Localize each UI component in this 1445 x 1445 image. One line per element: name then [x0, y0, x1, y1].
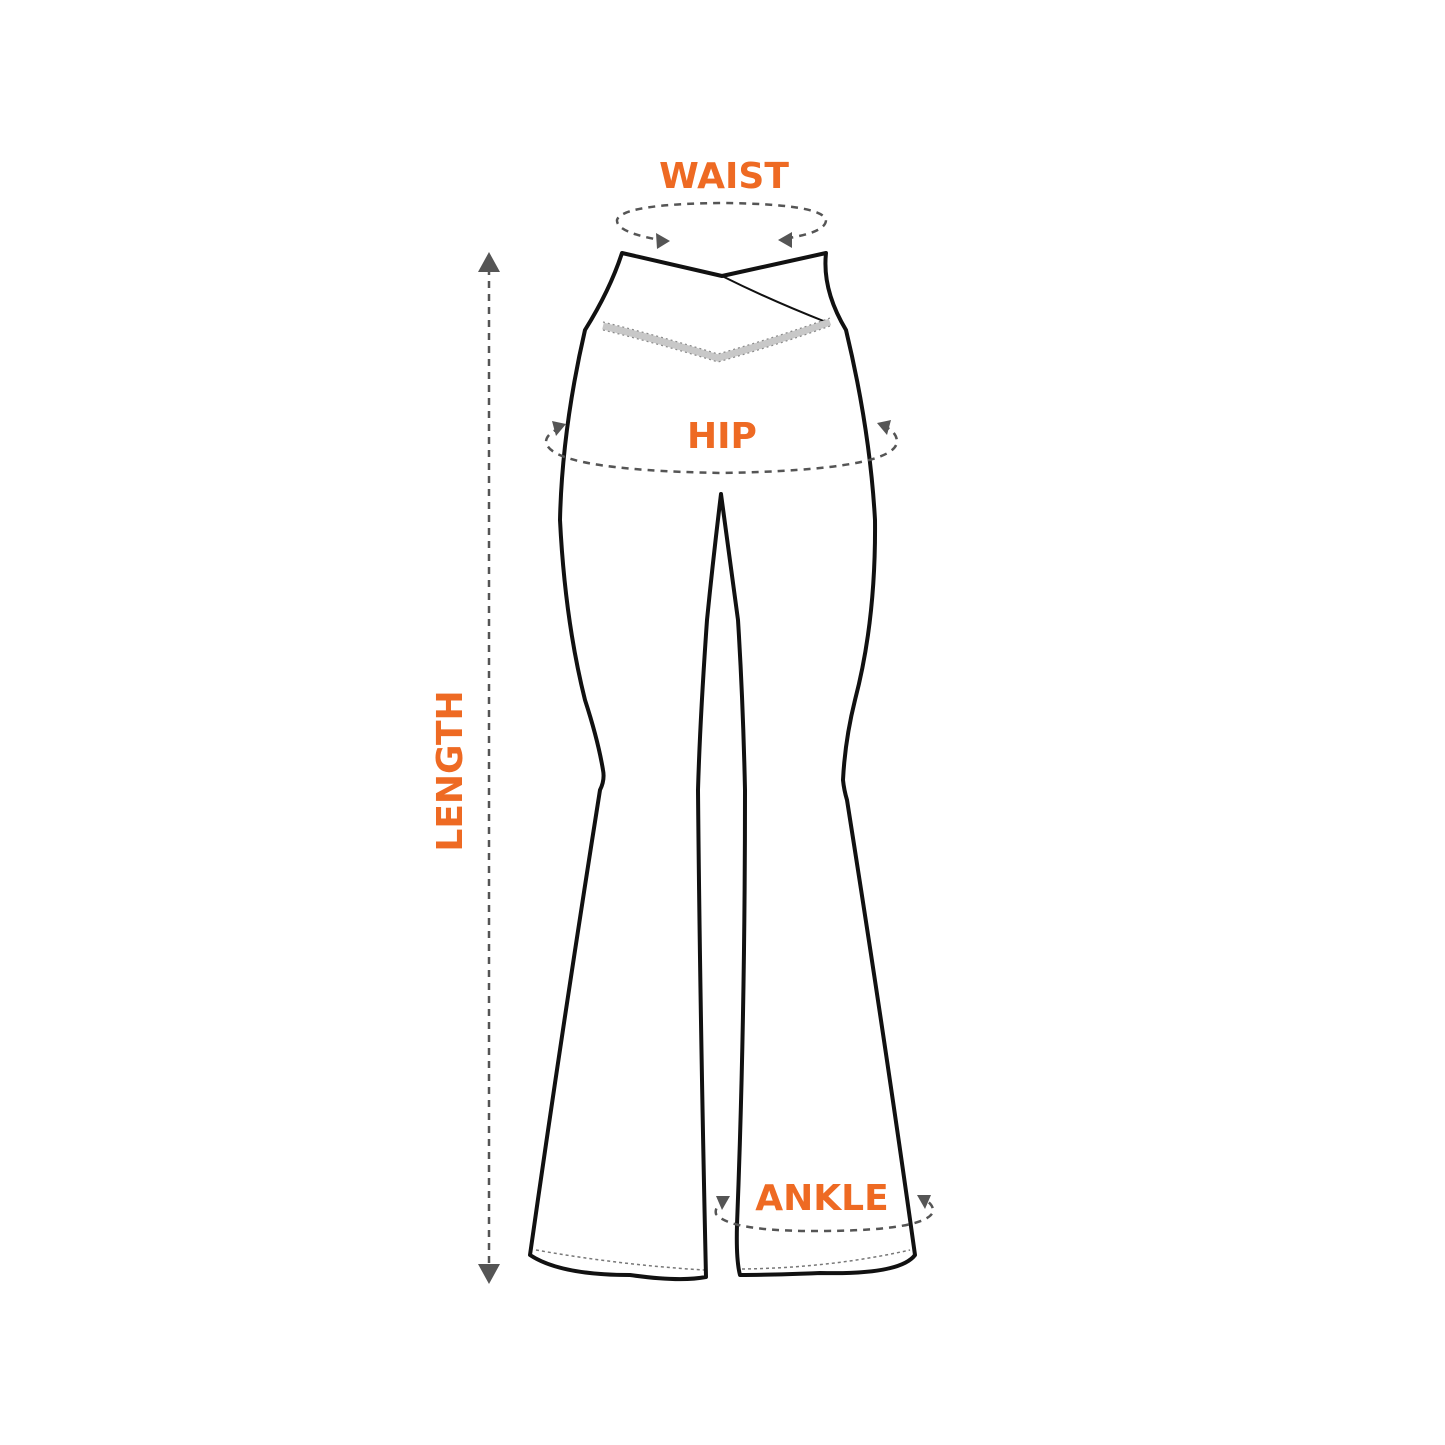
hip-arrow-left-icon	[552, 421, 566, 436]
waist-arrow-left-icon	[656, 233, 670, 249]
hip-arrow-right-icon	[877, 420, 891, 435]
length-measurement: LENGTH	[430, 252, 500, 1284]
ankle-guide	[714, 1196, 935, 1233]
waist-arrow-right-icon	[778, 232, 792, 248]
waist-label: WAIST	[659, 156, 789, 197]
length-arrow-top-icon	[478, 252, 500, 272]
pants-illustration	[528, 251, 917, 1282]
waistband-seam	[602, 318, 832, 362]
pants-outline	[528, 251, 917, 1282]
right-hem-stitch	[741, 1249, 911, 1270]
length-label: LENGTH	[430, 690, 471, 851]
length-arrow-bottom-icon	[478, 1264, 500, 1284]
ankle-arrow-right-icon	[917, 1195, 931, 1209]
left-hem-stitch	[535, 1249, 705, 1271]
waistband-seam-stitch	[602, 317, 831, 355]
hip-measurement: HIP	[544, 416, 899, 475]
ankle-arrow-left-icon	[716, 1196, 730, 1210]
waist-measurement: WAIST	[615, 156, 828, 249]
waist-guide	[615, 201, 828, 243]
waistband-seam-stitch-lower	[602, 325, 831, 363]
ankle-label: ANKLE	[755, 1178, 888, 1219]
ankle-measurement: ANKLE	[714, 1178, 935, 1233]
crossover-waistband-line	[721, 275, 827, 323]
hip-label: HIP	[687, 416, 757, 457]
